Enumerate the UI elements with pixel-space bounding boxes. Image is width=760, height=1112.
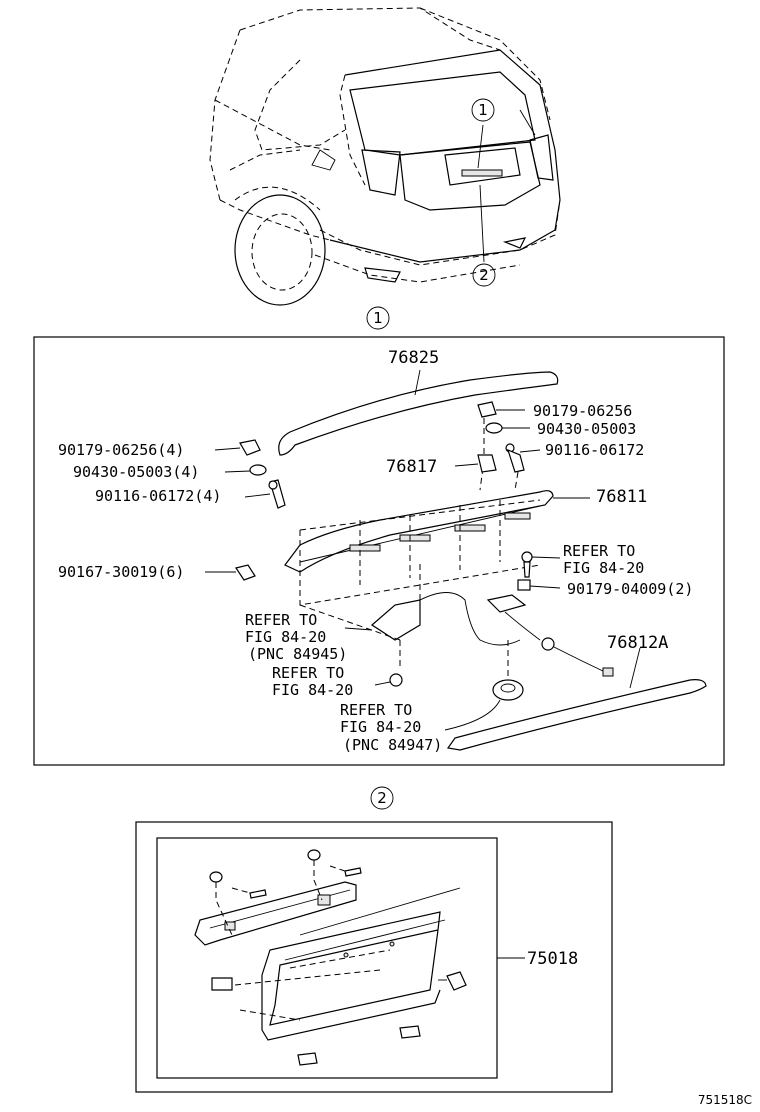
label-refer-4-line2: FIG 84-20 xyxy=(340,718,421,736)
screw-refer-3 xyxy=(389,673,403,687)
grommet xyxy=(492,679,524,701)
label-90116-06172-left: 90116-06172(4) xyxy=(95,487,221,505)
section-1-callout-text: 1 xyxy=(373,309,383,327)
label-refer-4-line3: (PNC 84947) xyxy=(343,736,442,754)
label-refer-1-line2: FIG 84-20 xyxy=(563,559,644,577)
label-76811: 76811 xyxy=(596,487,647,507)
nut-90179-06256-left xyxy=(239,439,261,456)
callout-2-vehicle: 2 xyxy=(472,263,496,287)
label-76812A: 76812A xyxy=(607,633,668,653)
section-2-frame xyxy=(135,821,613,1093)
label-90430-05003-left: 90430-05003(4) xyxy=(73,463,199,481)
section-2-callout: 2 xyxy=(370,786,394,810)
clip-90167-30019 xyxy=(235,564,256,581)
label-90179-04009: 90179-04009(2) xyxy=(567,580,693,598)
label-refer-2-line3: (PNC 84945) xyxy=(248,645,347,663)
section-1-callout: 1 xyxy=(366,306,390,330)
nut-90179-04009 xyxy=(517,579,531,591)
section-1-labels: 76825 90179-06256 90430-05003 90116-0617… xyxy=(58,348,693,754)
callout-2-text: 2 xyxy=(479,266,489,284)
washer-90430-05003-left xyxy=(249,464,267,476)
nut-90179-06256-right xyxy=(477,401,497,418)
label-refer-2-line2: FIG 84-20 xyxy=(245,628,326,646)
label-90179-06256-left: 90179-06256(4) xyxy=(58,441,184,459)
label-90167-30019: 90167-30019(6) xyxy=(58,563,184,581)
label-refer-3-line1: REFER TO xyxy=(272,664,344,682)
license-lamp-assy xyxy=(371,592,614,677)
label-90116-06172-right: 90116-06172 xyxy=(545,441,644,459)
figure-id: 751518C xyxy=(698,1093,752,1107)
label-refer-1-line1: REFER TO xyxy=(563,542,635,560)
section-1-frame xyxy=(33,336,725,766)
label-refer-3-line2: FIG 84-20 xyxy=(272,681,353,699)
callout-1-vehicle: 1 xyxy=(471,98,495,122)
label-75018: 75018 xyxy=(527,949,578,969)
callout-1-text: 1 xyxy=(478,101,488,119)
bolt-90116-06172-left xyxy=(268,479,286,509)
label-76825: 76825 xyxy=(388,348,439,368)
section-2-parts xyxy=(194,849,525,1066)
screw-refer-1 xyxy=(521,551,533,578)
label-90430-05003-right: 90430-05003 xyxy=(537,420,636,438)
label-refer-2-line1: REFER TO xyxy=(245,611,317,629)
section-1-parts xyxy=(205,369,707,751)
garnish-slots xyxy=(349,512,531,552)
section-2-inner-frame xyxy=(156,837,498,1079)
washer-90430-05003-right xyxy=(485,422,503,434)
label-76817: 76817 xyxy=(386,457,437,477)
clip-76817 xyxy=(477,454,497,473)
label-refer-4-line1: REFER TO xyxy=(340,701,412,719)
section-2-callout-text: 2 xyxy=(377,789,387,807)
bolt-90116-06172-right xyxy=(505,443,525,473)
vehicle-rear-view xyxy=(209,7,561,306)
label-90179-06256-right: 90179-06256 xyxy=(533,402,632,420)
